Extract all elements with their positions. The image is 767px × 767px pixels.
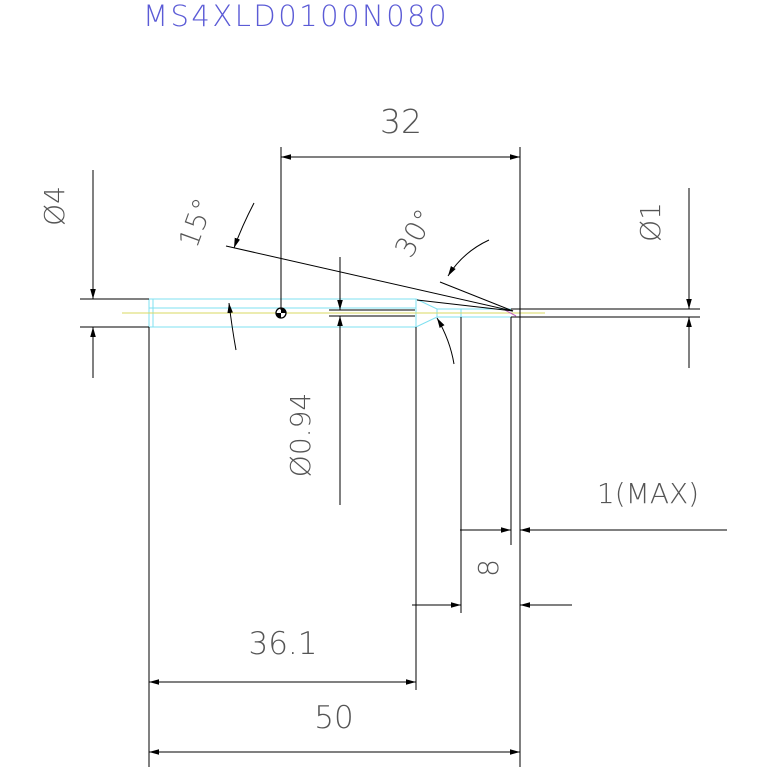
dim-1max-label: 1(MAX) — [597, 477, 699, 510]
dim-angle-30 — [416, 239, 514, 365]
dim-dia4-label: Ø4 — [38, 186, 71, 226]
dim-1max — [460, 317, 727, 545]
dim-32 — [280, 147, 521, 767]
dim-dia094-label: Ø0.94 — [284, 393, 317, 477]
dim-32-label: 32 — [380, 102, 422, 141]
dim-8 — [412, 317, 572, 613]
dim-36-1 — [148, 327, 417, 767]
dim-50-label: 50 — [314, 700, 353, 736]
tip-accent — [504, 309, 517, 317]
dim-8-label: 8 — [472, 559, 505, 577]
dim-angle-30-label: 30° — [388, 204, 441, 263]
dim-angle-15 — [225, 202, 514, 351]
dim-dia1-label: Ø1 — [634, 202, 667, 242]
dim-36-1-label: 36.1 — [248, 626, 317, 662]
drawing-title: MS4XLD0100N080 — [143, 0, 449, 33]
origin-symbol — [275, 307, 287, 319]
dim-angle-15-label: 15° — [172, 194, 220, 252]
